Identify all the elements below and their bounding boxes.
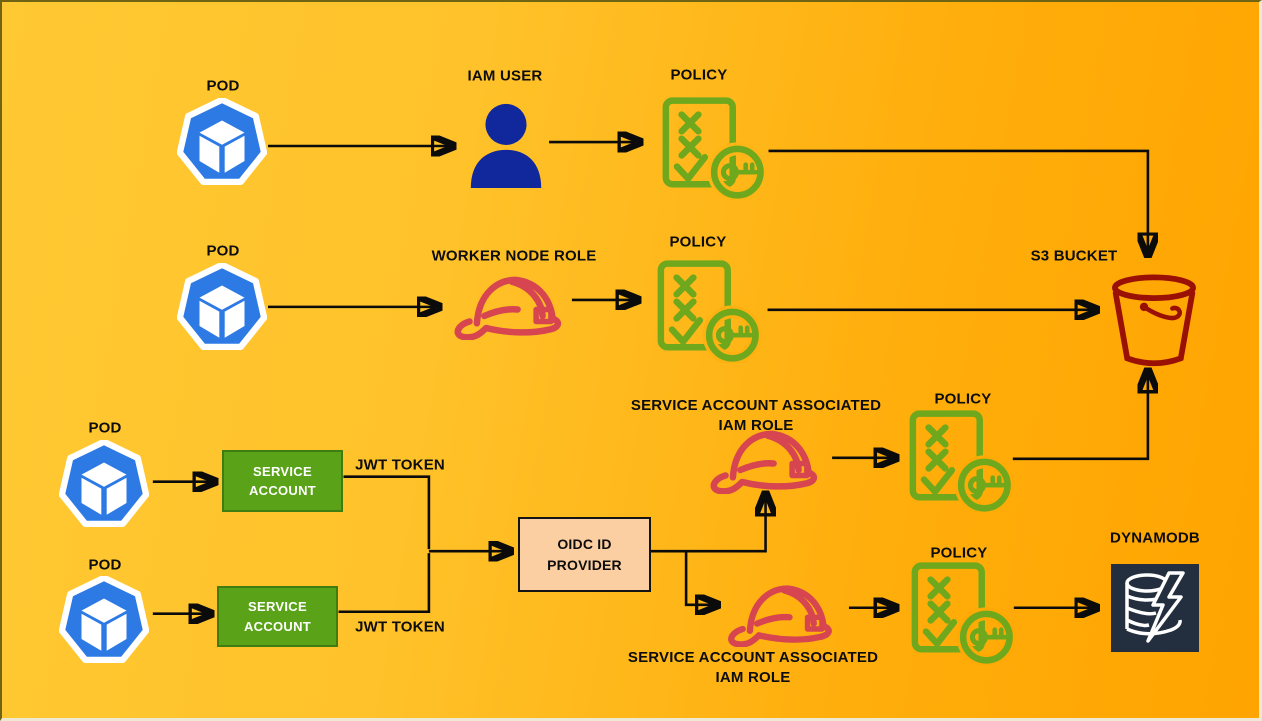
policy-2-label: POLICY (669, 233, 727, 251)
s3-bucket-label: S3 BUCKET (1030, 247, 1118, 265)
dynamodb-label: DYNAMODB (1110, 529, 1200, 547)
pod-1-label: POD (206, 77, 240, 95)
service-account-1-box-label: SERVICE ACCOUNT (248, 463, 317, 499)
pod-4-label: POD (88, 556, 122, 574)
jwt-token-1-label: JWT TOKEN (355, 456, 445, 474)
dynamodb-icon (1125, 571, 1185, 643)
policy-1-icon (662, 97, 768, 200)
sa-iam-role-1-icon (710, 430, 818, 494)
worker-node-role-icon (454, 276, 562, 340)
dynamodb-box (1111, 564, 1199, 652)
pod-2-icon (177, 263, 267, 351)
sa-iam-role-2-icon (728, 585, 832, 647)
policy-3-icon (909, 410, 1015, 513)
pod-1-icon (177, 98, 267, 186)
policy-3-label: POLICY (934, 390, 992, 408)
oidc-id-provider-box-label: OIDC ID PROVIDER (547, 535, 622, 573)
s3-bucket-icon (1112, 274, 1196, 367)
pod-3-icon (59, 440, 149, 528)
iam-user-label: IAM USER (467, 67, 543, 85)
service-account-2-box: SERVICE ACCOUNT (217, 586, 338, 647)
iam-user-icon (470, 103, 542, 188)
worker-node-role-label: WORKER NODE ROLE (431, 247, 597, 265)
oidc-id-provider-box: OIDC ID PROVIDER (518, 517, 651, 592)
pod-3-label: POD (88, 419, 122, 437)
jwt-token-2-label: JWT TOKEN (355, 618, 445, 636)
sa-iam-role-1-label: SERVICE ACCOUNT ASSOCIATED IAM ROLE (630, 397, 882, 435)
pod-4-icon (59, 576, 149, 664)
policy-2-icon (657, 260, 763, 363)
service-account-1-box: SERVICE ACCOUNT (222, 450, 343, 512)
service-account-2-box-label: SERVICE ACCOUNT (243, 599, 312, 634)
policy-4-icon (911, 562, 1017, 665)
policy-4-label: POLICY (930, 544, 988, 562)
policy-1-label: POLICY (670, 66, 728, 84)
pod-2-label: POD (206, 242, 240, 260)
sa-iam-role-2-label: SERVICE ACCOUNT ASSOCIATED IAM ROLE (627, 649, 879, 687)
